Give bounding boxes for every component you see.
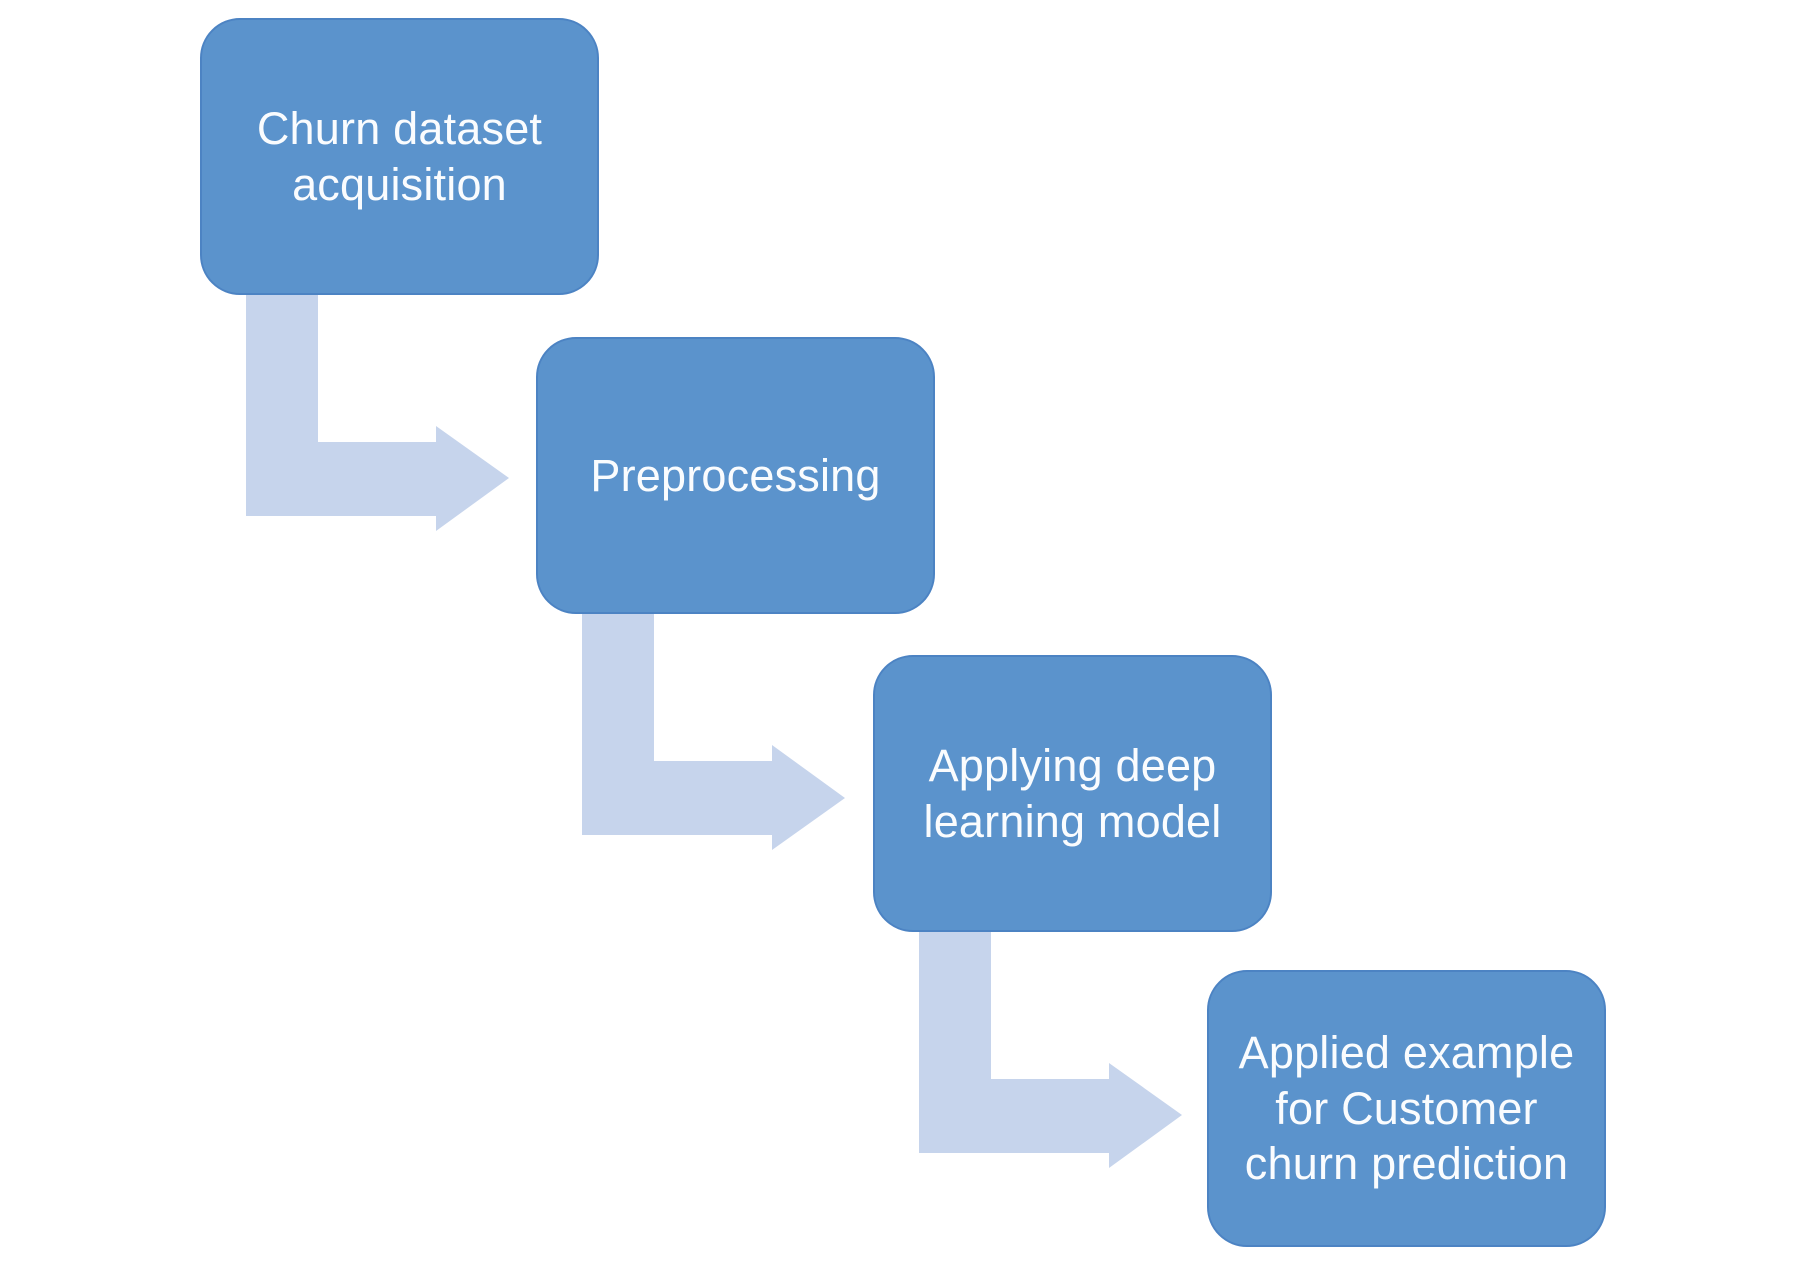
elbow-arrow-icon-2 [582, 612, 845, 850]
flow-node-applying-deep-learning-model: Applying deep learning model [873, 655, 1272, 932]
node-label-churn-dataset-acquisition: Churn dataset acquisition [256, 102, 543, 210]
node-label-applied-example-customer-churn-prediction: Applied example for Customer churn predi… [1238, 1026, 1575, 1190]
elbow-arrow-icon-1 [246, 293, 509, 531]
elbow-arrow-icon-3 [919, 930, 1182, 1168]
flow-node-applied-example-customer-churn-prediction: Applied example for Customer churn predi… [1207, 970, 1606, 1247]
flow-node-preprocessing: Preprocessing [536, 337, 935, 614]
node-label-preprocessing: Preprocessing [590, 449, 881, 501]
flow-node-churn-dataset-acquisition: Churn dataset acquisition [200, 18, 599, 295]
node-label-applying-deep-learning-model: Applying deep learning model [923, 739, 1222, 847]
